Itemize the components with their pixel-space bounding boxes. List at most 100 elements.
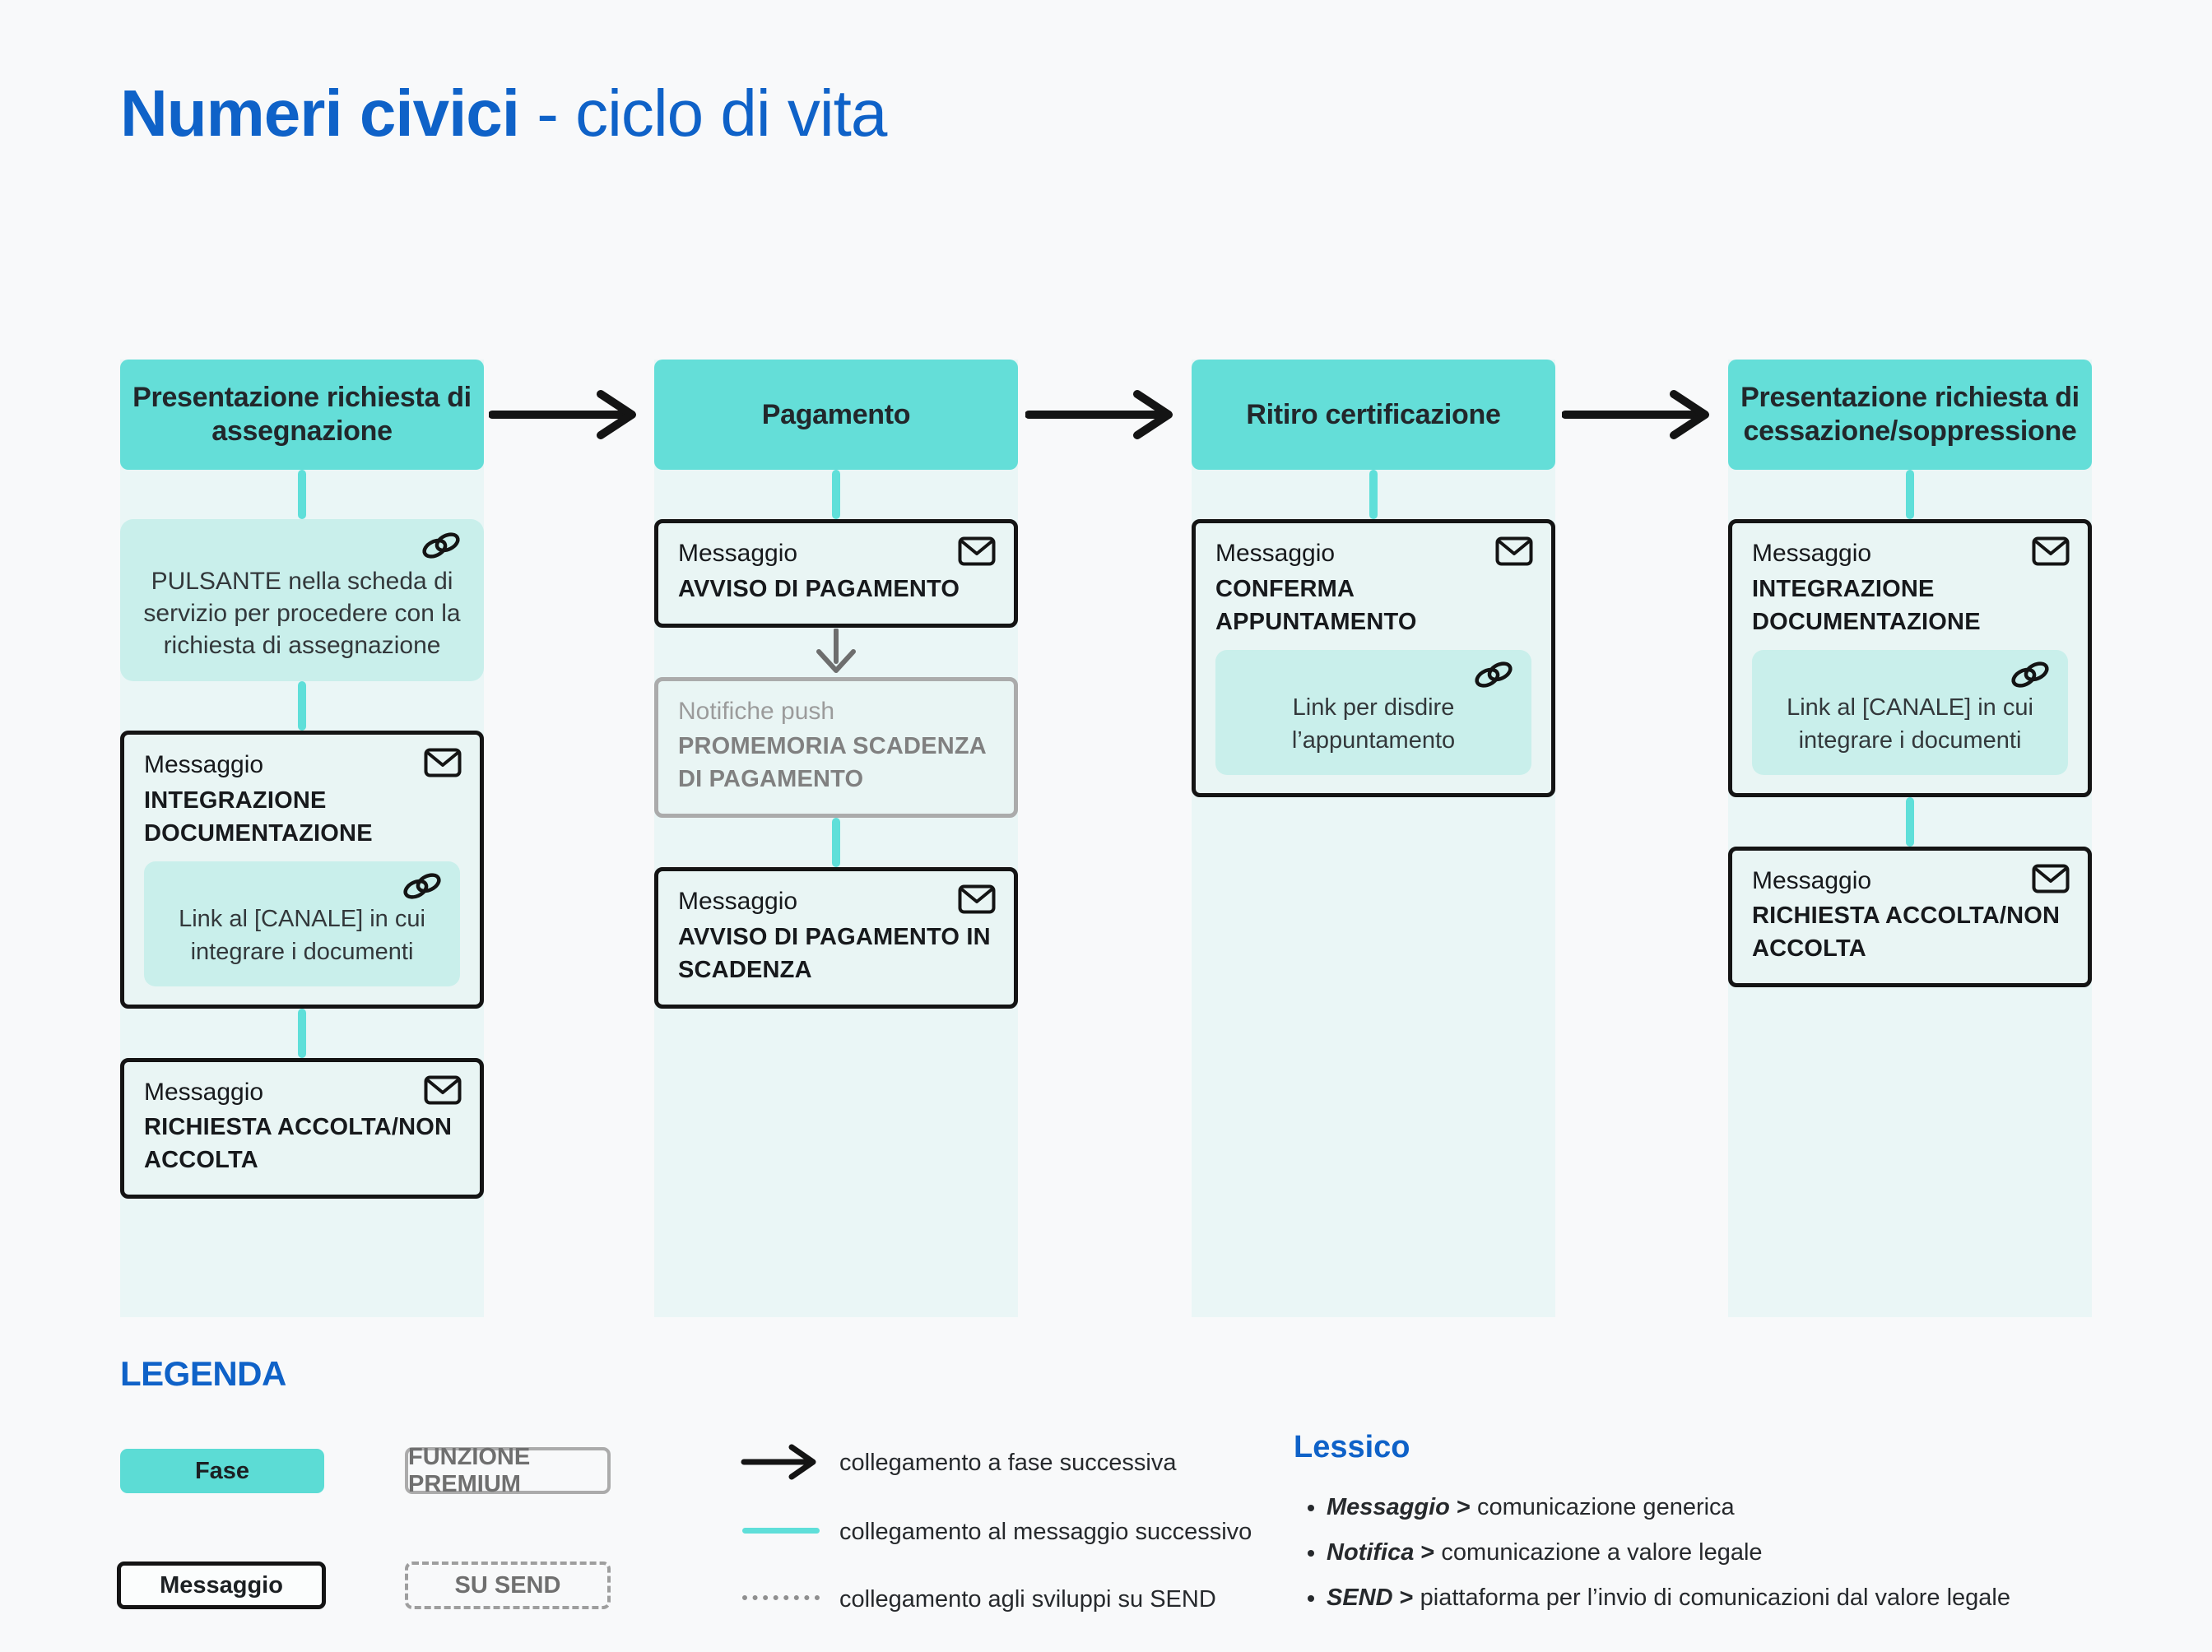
message-connector	[832, 818, 840, 868]
link-icon	[1471, 657, 1517, 693]
link-chip: Link al [CANALE] in cui integrare i docu…	[144, 861, 460, 986]
premium-action-box: PULSANTE nella scheda di servizio per pr…	[120, 519, 484, 681]
mail-icon	[424, 1075, 462, 1105]
link-chip: Link al [CANALE] in cui integrare i docu…	[1752, 649, 2068, 775]
message-title: INTEGRAZIONE DOCUMENTAZIONE	[1752, 575, 1981, 635]
legend-fase-label: Fase	[194, 1457, 250, 1484]
page-title-main: Numeri civici	[120, 77, 520, 150]
lessico-separator: >	[1399, 1585, 1414, 1611]
legend-premium-swatch: FUNZIONE PREMIUM	[405, 1444, 611, 1497]
phase-header: Presentazione richiesta di cessazione/so…	[1728, 360, 2092, 470]
message-box: Messaggio CONFERMA APPUNTAMENTO Link per…	[1192, 519, 1555, 797]
lessico-list: Messaggio > comunicazione generica Notif…	[1294, 1494, 2010, 1630]
message-title: AVVISO DI PAGAMENTO IN SCADENZA	[678, 923, 991, 983]
phase-header-label: Presentazione richiesta di cessazione/so…	[1740, 382, 2080, 447]
teal-line-icon	[742, 1528, 820, 1534]
legend-connection-label: collegamento al messaggio successivo	[839, 1519, 1252, 1545]
phase-header: Presentazione richiesta di assegnazione	[120, 360, 484, 470]
legend-premium-label: FUNZIONE PREMIUM	[408, 1443, 531, 1497]
legend-messaggio-label: Messaggio	[160, 1571, 283, 1599]
message-box: Messaggio INTEGRAZIONE DOCUMENTAZIONE Li…	[1728, 519, 2092, 797]
message-connector	[1906, 470, 1914, 519]
link-icon	[2007, 657, 2053, 693]
legend-connection-label: collegamento a fase successiva	[839, 1450, 1177, 1476]
message-connector	[298, 681, 306, 731]
message-title: RICHIESTA ACCOLTA/NON ACCOLTA	[1752, 903, 2061, 963]
link-text: Link al [CANALE] in cui integrare i docu…	[179, 905, 425, 965]
lessico-item: SEND > piattaforma per l’invio di comuni…	[1327, 1585, 2010, 1612]
message-title: INTEGRAZIONE DOCUMENTAZIONE	[144, 787, 373, 847]
lessico-heading: Lessico	[1294, 1430, 1410, 1464]
lessico-definition: comunicazione generica	[1476, 1494, 1735, 1520]
message-title: RICHIESTA ACCOLTA/NON ACCOLTA	[144, 1114, 453, 1174]
message-connector	[298, 470, 306, 519]
lessico-term: Messaggio	[1327, 1494, 1450, 1520]
dotted-line-icon	[742, 1595, 820, 1600]
icon-row	[1767, 657, 2053, 691]
send-notification-box: Notifiche push PROMEMORIA SCADENZA DI PA…	[654, 676, 1018, 819]
message-kind-label: Messaggio	[144, 1078, 264, 1106]
message-connector	[832, 470, 840, 519]
lessico-term: SEND	[1327, 1585, 1393, 1611]
lessico-term: Notifica	[1327, 1539, 1415, 1566]
mail-icon	[424, 748, 462, 777]
icon-row	[159, 868, 445, 903]
message-kind-label: Messaggio	[678, 540, 798, 567]
message-box: Messaggio RICHIESTA ACCOLTA/NON ACCOLTA	[120, 1057, 484, 1200]
send-connector	[810, 628, 862, 677]
link-icon	[418, 527, 464, 564]
phase-column-ritiro: Ritiro certificazione Messaggio CONFERMA…	[1192, 360, 1555, 1317]
notification-title: PROMEMORIA SCADENZA DI PAGAMENTO	[678, 733, 986, 793]
message-kind-label: Messaggio	[1215, 540, 1336, 567]
phase-column-pagamento: Pagamento Messaggio AVVISO DI PAGAMENTO …	[654, 360, 1018, 1317]
message-connector	[298, 1008, 306, 1058]
legend-messaggio-swatch: Messaggio	[117, 1562, 326, 1609]
arrow-right-icon	[741, 1442, 826, 1482]
page-title-subtitle: - ciclo di vita	[519, 77, 887, 150]
message-connector	[1369, 470, 1378, 519]
mail-icon	[958, 536, 996, 566]
lessico-definition: comunicazione a valore legale	[1441, 1539, 1763, 1566]
lessico-separator: >	[1420, 1539, 1435, 1566]
mail-icon	[958, 884, 996, 914]
arrow-right-icon	[489, 388, 650, 441]
message-kind-label: Messaggio	[144, 751, 264, 778]
phase-header: Pagamento	[654, 360, 1018, 470]
message-kind-label: Messaggio	[1752, 540, 1872, 567]
message-box: Messaggio AVVISO DI PAGAMENTO	[654, 519, 1018, 628]
legend-fase-swatch: Fase	[120, 1449, 324, 1493]
icon-row	[140, 527, 464, 564]
message-kind-label: Messaggio	[678, 888, 798, 916]
message-title: AVVISO DI PAGAMENTO	[678, 575, 960, 602]
phase-column-cessazione: Presentazione richiesta di cessazione/so…	[1728, 360, 2092, 1317]
mail-icon	[2032, 864, 2070, 893]
link-text: Link al [CANALE] in cui integrare i docu…	[1787, 694, 2033, 754]
legend-su-send-swatch: SU SEND	[405, 1562, 611, 1609]
icon-row	[1230, 657, 1517, 691]
action-text: PULSANTE nella scheda di servizio per pr…	[143, 568, 461, 659]
message-title: CONFERMA APPUNTAMENTO	[1215, 575, 1417, 635]
lessico-item: Messaggio > comunicazione generica	[1327, 1494, 2010, 1521]
lessico-separator: >	[1456, 1494, 1471, 1520]
message-kind-label: Messaggio	[1752, 866, 1872, 894]
message-box: Messaggio INTEGRAZIONE DOCUMENTAZIONE Li…	[120, 731, 484, 1009]
page-title: Numeri civici - ciclo di vita	[120, 76, 887, 151]
arrow-down-icon	[810, 628, 862, 676]
mail-icon	[2032, 536, 2070, 566]
legend-connection-label: collegamento agli sviluppi su SEND	[839, 1586, 1216, 1613]
phase-header-label: Pagamento	[761, 398, 911, 430]
phase-header: Ritiro certificazione	[1192, 360, 1555, 470]
phase-column-assegnazione: Presentazione richiesta di assegnazione …	[120, 360, 484, 1317]
lessico-item: Notifica > comunicazione a valore legale	[1327, 1539, 2010, 1566]
arrow-right-icon	[1025, 388, 1187, 441]
legend-heading: LEGENDA	[120, 1354, 286, 1393]
notification-kind-label: Notifiche push	[678, 697, 835, 725]
message-box: Messaggio RICHIESTA ACCOLTA/NON ACCOLTA	[1728, 846, 2092, 988]
legend-su-send-label: SU SEND	[454, 1571, 561, 1599]
message-box: Messaggio AVVISO DI PAGAMENTO IN SCADENZ…	[654, 867, 1018, 1009]
link-icon	[399, 868, 445, 904]
arrow-right-icon	[1562, 388, 1723, 441]
mail-icon	[1495, 536, 1533, 566]
lessico-definition: piattaforma per l’invio di comunicazioni…	[1420, 1585, 2010, 1611]
